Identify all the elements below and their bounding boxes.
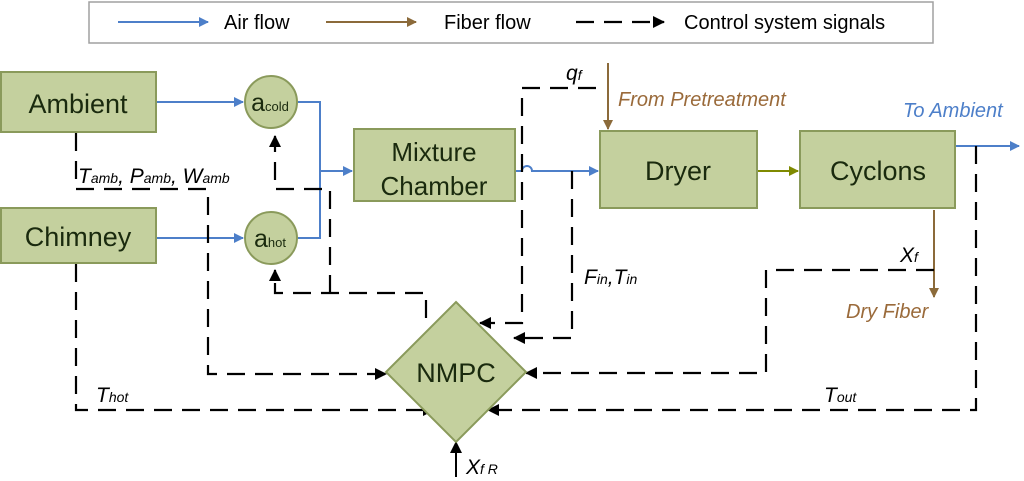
valve-hot-label: ahot	[254, 225, 286, 253]
block-chimney-label: Chimney	[25, 222, 132, 252]
valve-hot: ahot	[244, 211, 298, 265]
control-signal-lines	[74, 86, 978, 477]
air-cold-to-mix	[298, 101, 321, 171]
legend-control-label: Control system signals	[684, 12, 885, 34]
block-mixture-label-1: Mixture	[391, 137, 476, 167]
signal-qf	[479, 86, 596, 329]
legend-box	[88, 1, 934, 44]
label-to-ambient: To Ambient	[903, 100, 1004, 122]
fiber-flow-lines	[603, 63, 939, 298]
label-ambient-measurements: Tamb, Pamb, Wamb	[78, 165, 230, 188]
signal-thot	[74, 264, 435, 416]
valve-cold: acold	[244, 75, 298, 129]
block-dryer: Dryer	[599, 130, 758, 209]
block-cyclons-label: Cyclons	[830, 156, 926, 186]
label-xf: Xf	[899, 244, 920, 267]
air-mix-to-dryer	[516, 165, 599, 176]
label-qf: qf	[566, 62, 584, 85]
label-thot: Thot	[96, 384, 129, 407]
legend-fiber-label: Fiber flow	[444, 12, 531, 34]
label-dry-fiber: Dry Fiber	[846, 301, 930, 323]
label-tout: Tout	[824, 384, 857, 407]
legend-air-label: Air flow	[224, 12, 290, 34]
label-xfr: Xf R	[465, 456, 498, 479]
signal-xf	[525, 268, 934, 379]
block-chimney: Chimney	[0, 207, 157, 264]
block-mixture-chamber: Mixture Chamber	[353, 128, 516, 202]
signal-ambient-measurements	[74, 133, 387, 380]
air-hot-to-mix	[298, 171, 321, 239]
block-cyclons: Cyclons	[799, 130, 956, 209]
block-mixture-label-2: Chamber	[381, 171, 488, 201]
valve-cold-label: acold	[251, 89, 289, 117]
block-nmpc-label: NMPC	[416, 358, 496, 388]
signal-fin-tin	[513, 171, 574, 344]
block-dryer-label: Dryer	[645, 156, 711, 186]
signal-nmpc-to-hot	[269, 269, 428, 318]
legend: Air flow Fiber flow Control system signa…	[88, 1, 934, 44]
block-nmpc: NMPC	[384, 300, 528, 444]
block-ambient: Ambient	[0, 71, 157, 133]
block-ambient-label: Ambient	[28, 89, 128, 119]
signal-tout	[487, 146, 978, 416]
label-from-pretreatment: From Pretreatment	[618, 89, 787, 111]
signal-nmpc-to-cold	[269, 135, 332, 293]
label-fin-tin: Fin,Tin	[584, 266, 638, 289]
